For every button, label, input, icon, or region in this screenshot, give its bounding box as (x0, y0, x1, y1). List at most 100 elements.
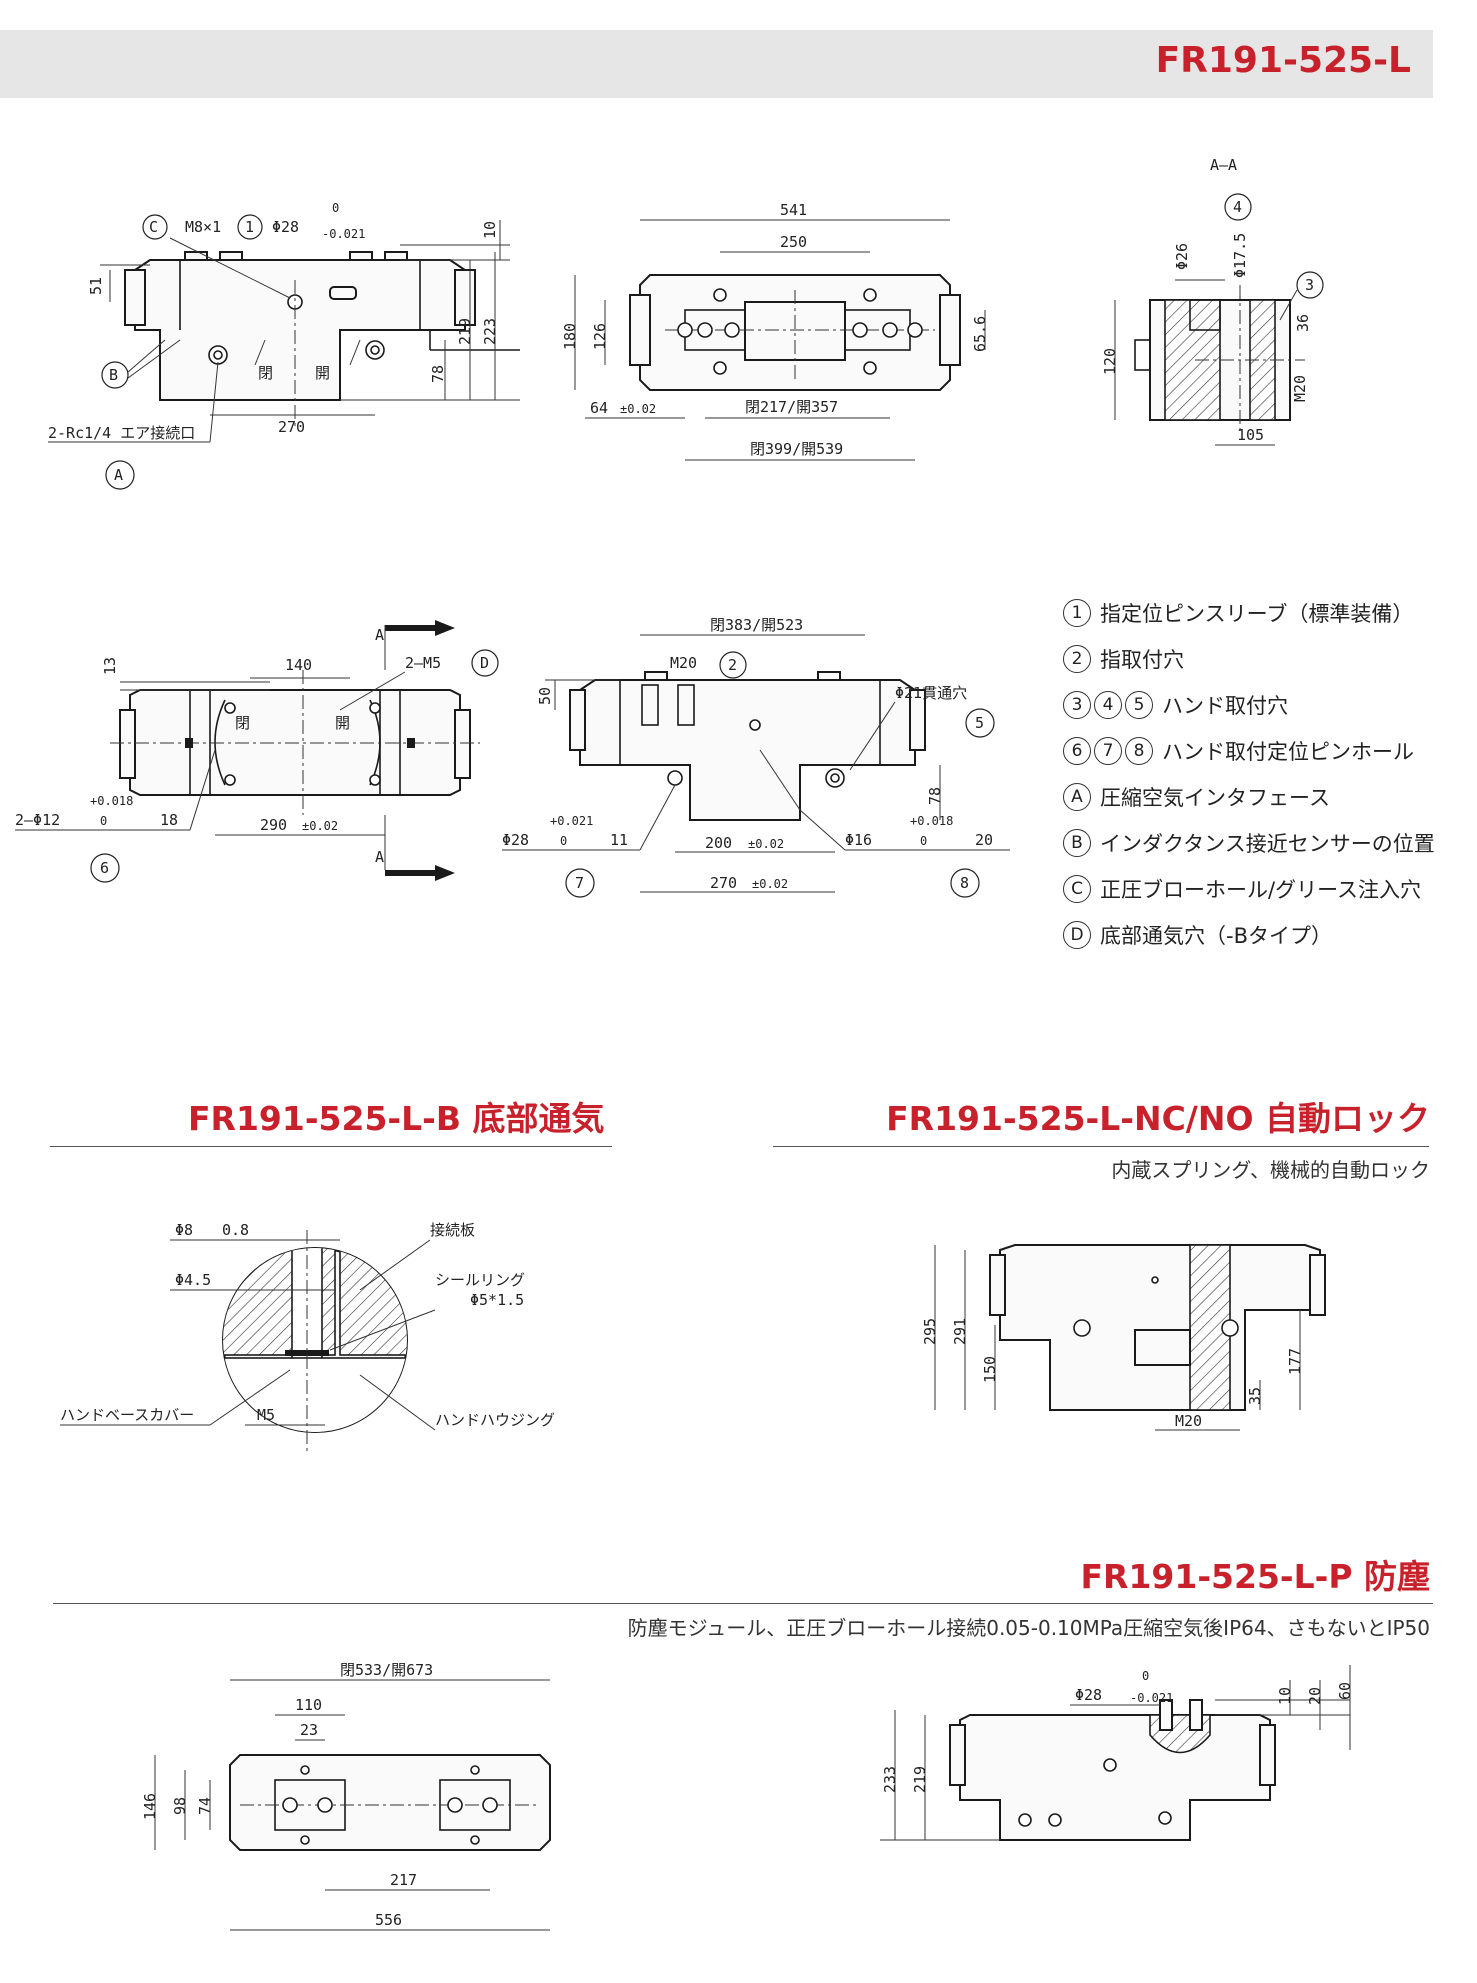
section-aa-body (1134, 285, 1305, 435)
phi28-tol-zero: 0 (560, 834, 567, 848)
dim-105: 105 (1237, 426, 1264, 444)
legend-row-4: 6 7 8 ハンド取付定位ピンホール (1063, 728, 1473, 774)
depth-0-8: 0.8 (222, 1221, 249, 1239)
tol-minus: -0.021 (322, 227, 365, 241)
section-aa-dims: A—A 4 Φ26 Φ17.5 3 M20 36 120 105 (1101, 156, 1324, 446)
close-open-217: 閉217/開357 (745, 398, 838, 416)
legend-mark: A (1063, 783, 1091, 811)
phi16-tol-plus: +0.018 (910, 814, 953, 828)
phi16-tol-zero: 0 (920, 834, 927, 848)
phi28-label: Φ28 (272, 218, 299, 236)
phi28-tol-minus: -0.021 (1130, 1691, 1173, 1705)
phi16-label: Φ16 (845, 831, 872, 849)
bottom-view-body (110, 670, 480, 815)
legend-mark: 4 (1094, 691, 1122, 719)
front-view-drawing: C M8×1 1 Φ28 0 -0.021 51 10 219 223 78 2… (48, 201, 520, 490)
air-port-label: 2-Rc1/4 エア接続口 (48, 424, 195, 442)
section-subtitle-dustproof: 防塵モジュール、正圧ブローホール接続0.05-0.10MPa圧縮空気後IP64、… (627, 1616, 1430, 1640)
dim-65-6: 65.6 (971, 316, 989, 352)
dust-side-dims: 0 Φ28 -0.021 10 20 60 233 219 (880, 1665, 1354, 1841)
side-view-drawing: 閉383/開523 M20 2 50 Φ21貫通穴 5 +0.021 Φ28 0… (502, 616, 1010, 898)
page-title: FR191-525-L (1155, 40, 1411, 81)
bubble-8: 8 (960, 874, 969, 892)
bubble-d: D (480, 654, 489, 672)
dim-541: 541 (780, 201, 807, 219)
lock-body (989, 1244, 1326, 1411)
bubble-7: 7 (575, 874, 584, 892)
legend-row-c: C 正圧ブローホール/グリース注入穴 (1063, 866, 1473, 912)
bubble-6: 6 (100, 859, 109, 877)
detail-body (222, 1230, 408, 1455)
dim-270: 270 (710, 874, 737, 892)
bubble-a: A (114, 466, 123, 484)
lock-dims: 295 291 150 177 35 M20 (921, 1245, 1304, 1431)
close-open-383: 閉383/開523 (710, 616, 803, 634)
dust-side-view-drawing: 0 Φ28 -0.021 10 20 60 233 219 (880, 1665, 1354, 1841)
phi17-5: Φ17.5 (1231, 233, 1249, 278)
pin-label: 2—Φ12 (15, 811, 60, 829)
m5-label: M5 (257, 1406, 275, 1424)
side-view-dims: 閉383/開523 M20 2 50 Φ21貫通穴 5 +0.021 Φ28 0… (502, 616, 1010, 898)
bubble-3: 3 (1305, 276, 1314, 294)
detail-dims: Φ8 0.8 接続板 Φ4.5 シールリング Φ5*1.5 ハンドベースカバー … (60, 1221, 555, 1431)
section-title: A—A (1210, 156, 1237, 174)
dim-10: 10 (1276, 1687, 1294, 1705)
bottom-close-label: 閉 (235, 714, 250, 732)
bubble-2: 2 (728, 656, 737, 674)
dim-217: 217 (390, 1871, 417, 1889)
dust-top-view-drawing: 閉533/開673 110 23 146 98 74 217 556 (141, 1661, 551, 1931)
legend-mark: 6 (1063, 737, 1091, 765)
dim-35: 35 (1246, 1387, 1264, 1405)
dim-10: 10 (481, 221, 499, 239)
dim-64-tol: ±0.02 (620, 402, 656, 416)
legend-mark: C (1063, 875, 1091, 903)
dust-top-dims: 閉533/開673 110 23 146 98 74 217 556 (141, 1661, 550, 1931)
dim-78: 78 (429, 365, 447, 383)
phi4-5-label: Φ4.5 (175, 1271, 211, 1289)
legend-mark: 3 (1063, 691, 1091, 719)
phi8-label: Φ8 (175, 1221, 193, 1239)
m20-label: M20 (670, 654, 697, 672)
dim-200-tol: ±0.02 (748, 837, 784, 851)
phi26: Φ26 (1173, 243, 1191, 270)
legend-text: 底部通気穴（-Bタイプ） (1100, 924, 1332, 948)
dim-290: 290 (260, 816, 287, 834)
auto-lock-drawing: 295 291 150 177 35 M20 (921, 1244, 1326, 1431)
section-title-bottom-vent: FR191-525-L-B 底部通気 (188, 1099, 605, 1138)
dim-74: 74 (196, 1797, 214, 1815)
legend-mark: 7 (1094, 737, 1122, 765)
dim-290-tol: ±0.02 (302, 819, 338, 833)
legend-text: 指定位ピンスリーブ（標準装備） (1100, 602, 1414, 626)
dim-78: 78 (926, 787, 944, 805)
front-view-dims: C M8×1 1 Φ28 0 -0.021 51 10 219 223 78 2… (48, 201, 520, 490)
header-bar: FR191-525-L (0, 30, 1433, 98)
plate-label: 接続板 (430, 1221, 475, 1239)
dim-126: 126 (591, 323, 609, 350)
legend-text: 正圧ブローホール/グリース注入穴 (1100, 878, 1422, 902)
dim-250: 250 (780, 233, 807, 251)
dim-50: 50 (536, 687, 554, 705)
legend-text: 圧縮空気インタフェース (1100, 786, 1330, 810)
dim-23: 23 (300, 1721, 318, 1739)
phi21-label: Φ21貫通穴 (895, 684, 967, 702)
dim-120: 120 (1101, 348, 1119, 375)
legend-text: 指取付穴 (1100, 648, 1184, 672)
bubble-5: 5 (975, 714, 984, 732)
bubble-c: C (149, 218, 158, 236)
cover-label: ハンドベースカバー (60, 1406, 194, 1424)
dim-177: 177 (1286, 1348, 1304, 1375)
dim-180: 180 (561, 323, 579, 350)
section-arrow-a-bottom: A (375, 848, 384, 866)
m20-depth: M20 (1291, 375, 1309, 402)
housing-label: ハンドハウジング (435, 1411, 555, 1429)
close-open-399: 閉399/開539 (750, 440, 843, 458)
section-rule-auto-lock (773, 1146, 1429, 1147)
legend-mark: 8 (1125, 737, 1153, 765)
legend-row-a: A 圧縮空気インタフェース (1063, 774, 1473, 820)
dim-140: 140 (285, 656, 312, 674)
bottom-view-dims: A 13 140 2—M5 D +0.018 2—Φ12 0 18 290 ±0… (15, 620, 499, 883)
section-title-auto-lock: FR191-525-L-NC/NO 自動ロック (886, 1099, 1430, 1138)
front-open-label: 開 (315, 364, 330, 382)
dim-51: 51 (87, 277, 105, 295)
legend-row-d: D 底部通気穴（-Bタイプ） (1063, 912, 1473, 958)
